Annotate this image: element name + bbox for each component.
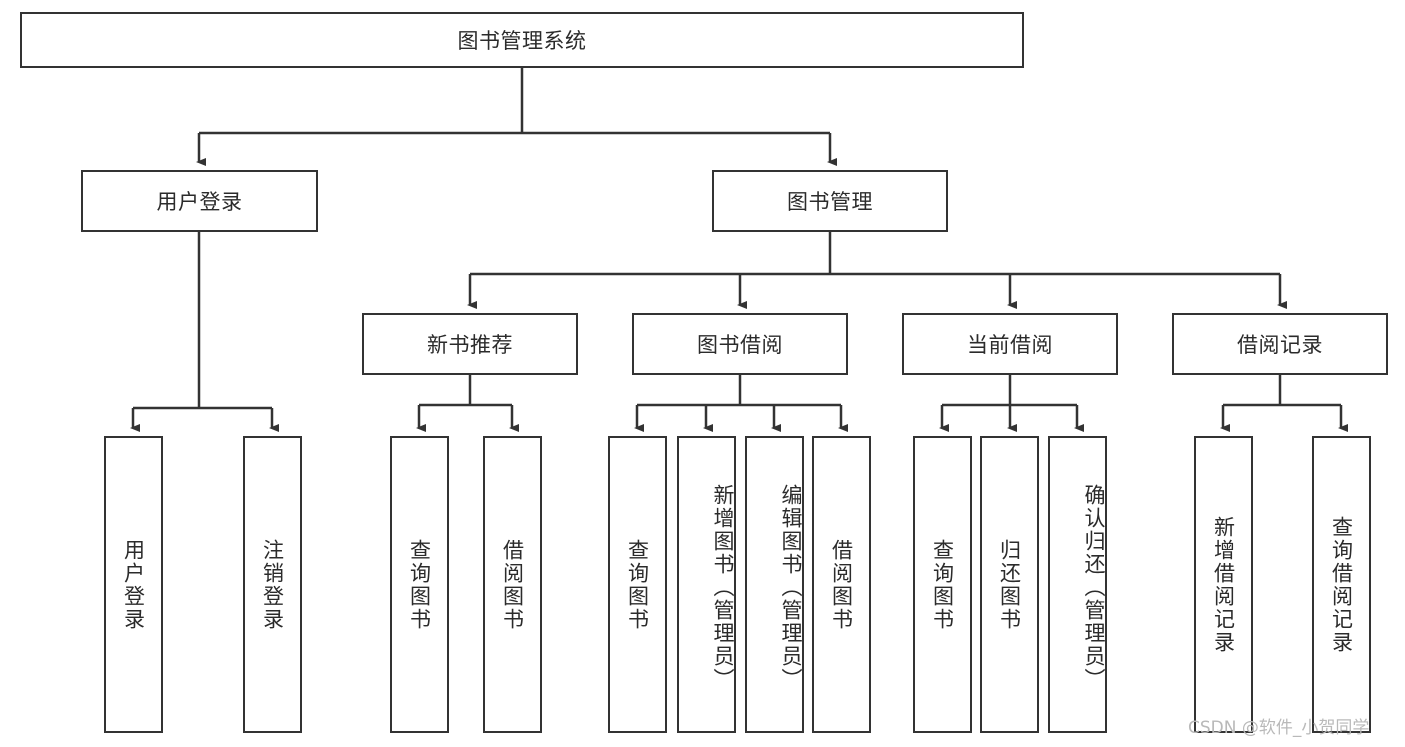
node-new-book-recommend[interactable]: 新书推荐 (362, 313, 578, 375)
leaf-current-return-book[interactable]: 归还图书 (980, 436, 1039, 733)
leaf-current-query-book[interactable]: 查询图书 (913, 436, 972, 733)
node-book-borrow-label: 图书借阅 (697, 333, 783, 357)
leaf-record-query-borrow-record[interactable]: 查询借阅记录 (1312, 436, 1371, 733)
node-root-label: 图书管理系统 (457, 29, 587, 53)
leaf-record-add-borrow-record[interactable]: 新增借阅记录 (1194, 436, 1253, 733)
leaf-recommend-borrow-book[interactable]: 借阅图书 (483, 436, 542, 733)
node-root[interactable]: 图书管理系统 (20, 12, 1024, 68)
node-current-borrow-label: 当前借阅 (967, 333, 1053, 357)
node-user-login[interactable]: 用户登录 (81, 170, 318, 232)
node-book-management-label: 图书管理 (787, 190, 873, 214)
leaf-borrow-add-book-admin[interactable]: 新增图书（管理员） (677, 436, 736, 733)
node-user-login-label: 用户登录 (156, 190, 243, 214)
leaf-user-logout[interactable]: 注销登录 (243, 436, 302, 733)
node-borrow-record[interactable]: 借阅记录 (1172, 313, 1388, 375)
node-book-borrow[interactable]: 图书借阅 (632, 313, 848, 375)
node-borrow-record-label: 借阅记录 (1237, 333, 1323, 357)
leaf-user-login[interactable]: 用户登录 (104, 436, 163, 733)
watermark: CSDN @软件_小贺同学 (1188, 718, 1370, 738)
leaf-current-confirm-return-admin[interactable]: 确认归还（管理员） (1048, 436, 1107, 733)
node-new-book-recommend-label: 新书推荐 (427, 333, 513, 357)
node-current-borrow[interactable]: 当前借阅 (902, 313, 1118, 375)
leaf-borrow-query-book[interactable]: 查询图书 (608, 436, 667, 733)
leaf-recommend-query-book[interactable]: 查询图书 (390, 436, 449, 733)
leaf-borrow-edit-book-admin[interactable]: 编辑图书（管理员） (745, 436, 804, 733)
leaf-borrow-borrow-book[interactable]: 借阅图书 (812, 436, 871, 733)
node-book-management[interactable]: 图书管理 (712, 170, 948, 232)
